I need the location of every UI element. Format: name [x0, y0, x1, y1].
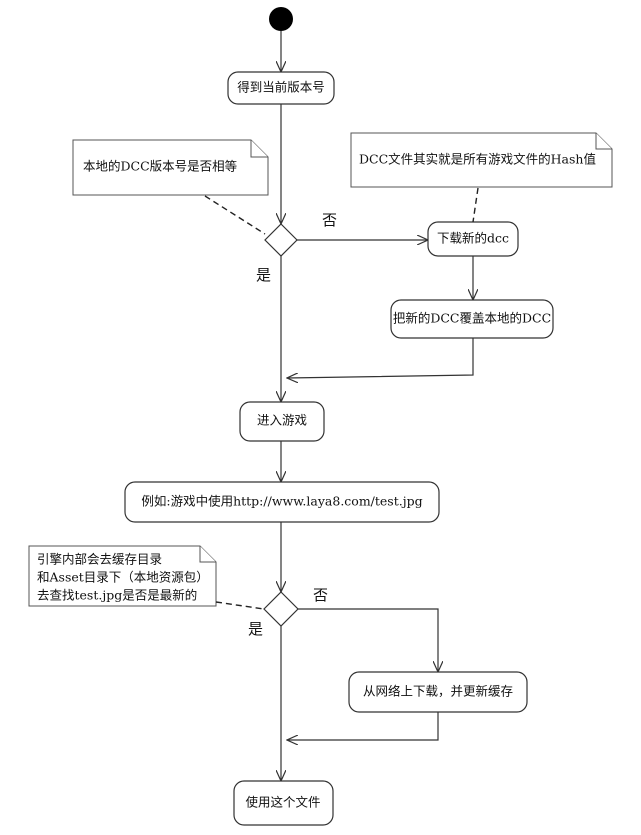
node-download-dcc-label: 下载新的dcc: [437, 231, 509, 246]
note-dcc-hash-connector: [472, 187, 479, 223]
edge-decision2-no: [298, 608, 438, 672]
node-use-file: 使用这个文件: [233, 780, 334, 826]
branch-label-yes-1: 是: [256, 266, 271, 284]
note-cache-line-3: 去查找test.jpg是否是最新的: [37, 588, 197, 603]
edge-overwrite-back: [287, 338, 474, 378]
note-cache-line-2: 和Asset目录下（本地资源包）: [37, 570, 209, 585]
node-get-version-label: 得到当前版本号: [237, 80, 325, 95]
branch-label-no-2: 否: [313, 586, 328, 604]
note-cache-connector: [215, 601, 265, 610]
note-cache-lookup: 引擎内部会去缓存目录 和Asset目录下（本地资源包） 去查找test.jpg是…: [28, 545, 217, 607]
start-node: [269, 7, 293, 31]
note-dcc-hash: DCC文件其实就是所有游戏文件的Hash值: [350, 132, 613, 188]
node-enter-game: 进入游戏: [239, 401, 325, 442]
note-compare-version: 本地的DCC版本号是否相等: [72, 139, 269, 196]
branch-label-no-1: 否: [322, 211, 337, 229]
decision-latest-file: [263, 591, 299, 627]
decision-version-equal: [264, 223, 298, 257]
node-download-network: 从网络上下载，并更新缓存: [348, 671, 528, 713]
note-compare-connector: [204, 195, 266, 235]
node-overwrite-dcc-label: 把新的DCC覆盖本地的DCC: [393, 311, 551, 326]
branch-label-yes-2: 是: [248, 620, 263, 638]
node-enter-game-label: 进入游戏: [257, 413, 307, 428]
note-dcc-hash-text: DCC文件其实就是所有游戏文件的Hash值: [359, 152, 596, 167]
note-compare-version-text: 本地的DCC版本号是否相等: [83, 159, 237, 174]
node-download-dcc: 下载新的dcc: [427, 221, 519, 257]
node-example-label: 例如:游戏中使用http://www.laya8.com/test.jpg: [141, 494, 422, 509]
note-cache-line-1: 引擎内部会去缓存目录: [37, 552, 162, 567]
node-use-file-label: 使用这个文件: [245, 795, 320, 810]
node-example: 例如:游戏中使用http://www.laya8.com/test.jpg: [124, 481, 440, 523]
node-get-version: 得到当前版本号: [227, 71, 335, 105]
node-download-network-label: 从网络上下载，并更新缓存: [363, 684, 513, 699]
edge-network-back: [287, 712, 439, 740]
node-overwrite-dcc: 把新的DCC覆盖本地的DCC: [390, 299, 554, 339]
